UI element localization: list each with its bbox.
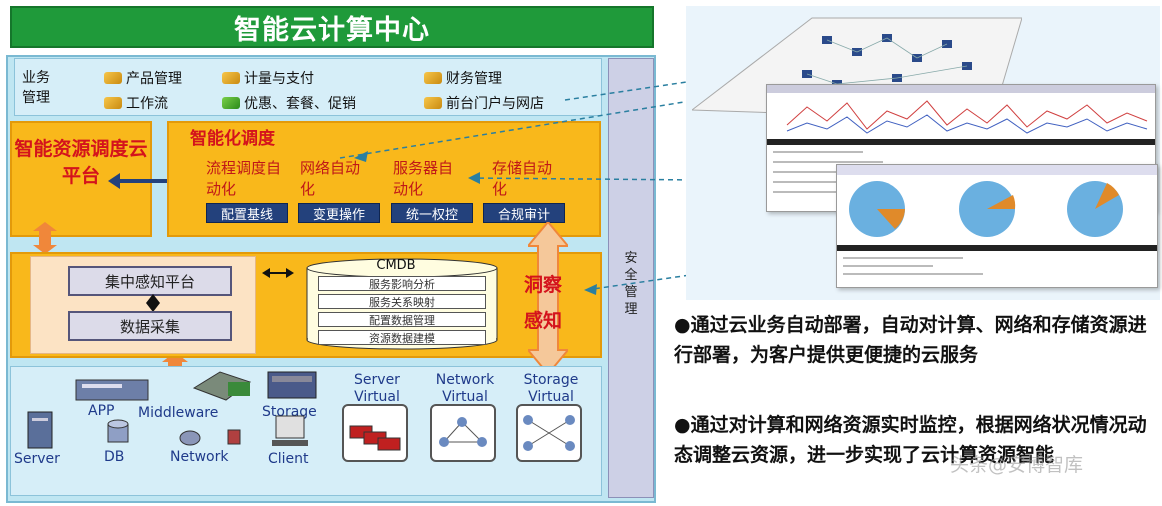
storage-icon <box>267 371 317 399</box>
storage-automation-label: 存储自动化 <box>492 159 553 198</box>
item-label: 计量与支付 <box>244 71 314 87</box>
bullet-text: 通过云业务自动部署，自动对计算、网络和存储资源进行部署，为客户提供更便捷的云服务 <box>674 314 1147 366</box>
storage-virtual-box <box>516 404 582 462</box>
security-management-label: 安全管理 <box>624 251 638 317</box>
central-perception-platform: 集中感知平台 <box>68 266 232 296</box>
security-management-column <box>608 58 654 498</box>
workflow-item: 工作流 <box>104 93 168 113</box>
virtual-storage-icon <box>523 415 575 451</box>
process-automation-label: 流程调度自动化 <box>206 159 282 198</box>
virtual-sub: Virtual <box>442 389 488 405</box>
virtual-name: Network <box>435 372 495 388</box>
bullet-item: ●通过云业务自动部署，自动对计算、网络和存储资源进行部署，为客户提供更便捷的云服… <box>674 310 1154 370</box>
insight-perception-label: 洞察感知 <box>523 274 562 332</box>
network-automation-label: 网络自动化 <box>300 159 361 198</box>
compliance-audit-tag: 合规审计 <box>483 203 565 223</box>
server-label: Server <box>14 451 60 467</box>
virtual-sub: Virtual <box>528 389 574 405</box>
scheduling-title: 智能化调度 <box>190 129 275 149</box>
client-icon <box>272 415 308 446</box>
server-virtual-box <box>342 404 408 462</box>
db-icon <box>107 419 129 443</box>
connector-diamond <box>146 294 160 312</box>
cmdb-row: 服务影响分析 <box>318 276 486 291</box>
workflow-icon <box>104 97 122 109</box>
cmdb-row: 服务关系映射 <box>318 294 486 309</box>
item-label: 产品管理 <box>126 71 182 87</box>
cmdb-row: 资源数据建模 <box>318 330 486 345</box>
bullet-dot: ● <box>674 414 691 436</box>
middleware-icon <box>192 371 252 401</box>
app-server-icon <box>75 379 149 401</box>
business-management-label: 业务管理 <box>22 70 50 106</box>
item-label: 财务管理 <box>446 71 502 87</box>
finance-icon <box>424 72 442 84</box>
cmdb-link-arrow <box>262 268 294 278</box>
data-collection-box: 数据采集 <box>68 311 232 341</box>
item-label: 优惠、套餐、促销 <box>244 96 356 112</box>
promotion-item: 优惠、套餐、促销 <box>222 93 356 113</box>
pie-charts <box>837 165 1157 275</box>
metering-payment-item: 计量与支付 <box>222 68 314 88</box>
product-management-item: 产品管理 <box>104 68 182 88</box>
unified-access-tag: 统一权控 <box>391 203 473 223</box>
virtual-name: Storage <box>523 372 579 388</box>
change-operation-tag: 变更操作 <box>298 203 380 223</box>
payment-icon <box>222 72 240 84</box>
portal-store-item: 前台门户与网店 <box>424 93 544 113</box>
report-screenshot <box>836 164 1158 288</box>
promotion-icon <box>222 97 240 109</box>
client-label: Client <box>268 451 309 467</box>
db-label: DB <box>104 449 125 465</box>
diagram-title: 智能云计算中心 <box>10 6 654 48</box>
bullet-item: ●通过对计算和网络资源实时监控，根据网络状况情况动态调整云资源，进一步实现了云计… <box>674 410 1154 470</box>
virtual-name: Server <box>354 372 400 388</box>
watermark: 头条@安博智库 <box>950 454 1084 476</box>
server-icon <box>27 411 53 449</box>
virtual-network-icon <box>439 417 487 447</box>
virtual-servers-icon <box>349 425 401 451</box>
traffic-graph <box>767 85 1155 193</box>
network-devices-icon <box>179 429 241 446</box>
up-down-arrow-left <box>33 222 57 254</box>
network-label: Network <box>170 449 229 465</box>
network-virtual-box <box>430 404 496 462</box>
finance-management-item: 财务管理 <box>424 68 502 88</box>
config-baseline-tag: 配置基线 <box>206 203 288 223</box>
middleware-label: Middleware <box>138 405 219 421</box>
item-label: 前台门户与网店 <box>446 96 544 112</box>
server-automation-label: 服务器自动化 <box>393 159 454 198</box>
virtual-sub: Virtual <box>354 389 400 405</box>
resource-platform-label: 智能资源调度云平台 <box>14 138 148 187</box>
portal-icon <box>424 97 442 109</box>
bullet-dot: ● <box>674 314 691 336</box>
bullet-text: 通过对计算和网络资源实时监控，根据网络状况情况动态调整云资源，进一步实现了云计算… <box>674 414 1147 466</box>
app-label: APP <box>88 403 115 419</box>
cmdb-title: CMDB <box>376 258 416 273</box>
product-icon <box>104 72 122 84</box>
cmdb-row: 配置数据管理 <box>318 312 486 327</box>
item-label: 工作流 <box>126 96 168 112</box>
insight-double-arrow <box>528 222 568 374</box>
